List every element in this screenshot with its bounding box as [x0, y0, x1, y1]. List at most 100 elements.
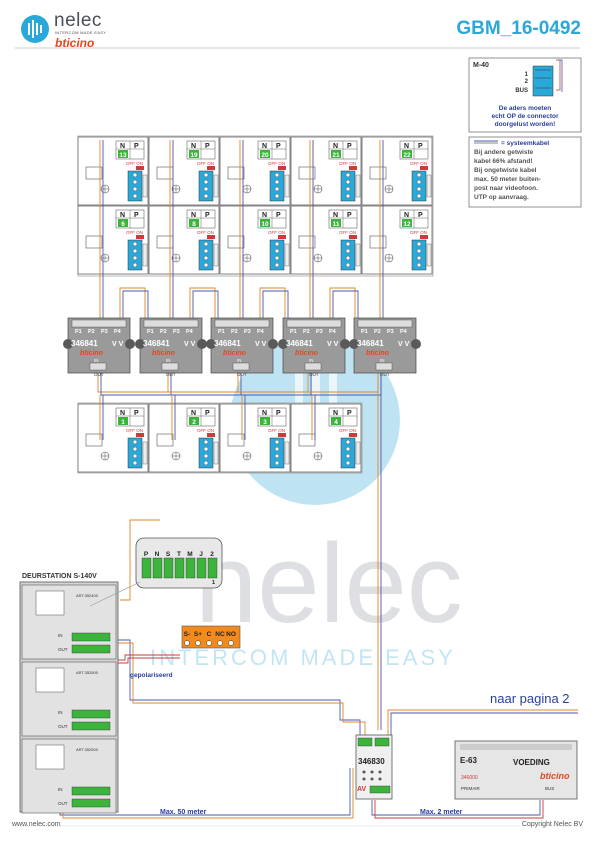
distributor-port-label: P3: [244, 329, 251, 335]
distributor-brand: bticino: [223, 350, 247, 357]
m40-caption-3: doorgelust worden!: [495, 121, 556, 128]
distributor-vv: V V: [255, 341, 267, 348]
distributor-brand: bticino: [295, 350, 319, 357]
door-module-code: ART.352500: [76, 747, 99, 752]
watermark-word: nelec: [195, 521, 463, 646]
monitor-address: 12: [403, 221, 411, 228]
monitor-off-on: OFF ON: [197, 161, 214, 166]
monitor-off-on: OFF ON: [268, 428, 285, 433]
nelec-logo: nelec INTERCOM MADE EASY bticino: [20, 10, 120, 52]
monitor-col-n: N: [404, 143, 409, 150]
zoom-terminal-bottom: 1: [212, 580, 215, 586]
distributor-vv: V V: [327, 341, 339, 348]
monitor-off-on: OFF ON: [126, 230, 143, 235]
monitor-off-on: OFF ON: [339, 428, 356, 433]
cable-line-1: Bij andere getwiste: [474, 149, 534, 156]
relay-terminal-label: NO: [226, 631, 236, 638]
monitor-off-on: OFF ON: [339, 230, 356, 235]
distributor-in: IN: [94, 358, 99, 363]
monitor-off-on: OFF ON: [197, 428, 214, 433]
watermark: nelec INTERCOM MADE EASY: [150, 335, 463, 670]
distributor-out: OUT: [94, 372, 104, 377]
brand-name: nelec: [54, 10, 102, 31]
monitor-col-p: P: [134, 143, 139, 150]
m40-connector: [532, 65, 554, 97]
monitor-address: 19: [190, 152, 198, 159]
psu-code: 346000: [461, 775, 478, 781]
doorstation-title: DEURSTATION S-140V: [22, 573, 97, 580]
watermark-tagline: INTERCOM MADE EASY: [150, 645, 456, 670]
monitor-off-on: OFF ON: [410, 230, 427, 235]
monitor-address: 3: [263, 419, 267, 426]
distributor-port-label: P2: [88, 329, 95, 335]
monitor-col-n: N: [333, 212, 338, 219]
monitor-off-on: OFF ON: [339, 161, 356, 166]
cable-line-6: UTP op aanvraag.: [474, 194, 529, 201]
door-module-out: OUT: [58, 724, 68, 729]
monitor-col-p: P: [347, 410, 352, 417]
monitor-off-on: OFF ON: [197, 230, 214, 235]
monitor-off-on: OFF ON: [410, 161, 427, 166]
psu-voeding: VOEDING: [513, 758, 550, 767]
monitor-col-p: P: [276, 410, 281, 417]
door-module-code: ART.352500: [76, 670, 99, 675]
monitor-col-p: P: [205, 143, 210, 150]
power-module-av: AV: [357, 786, 367, 793]
distributor-vv: V V: [398, 341, 410, 348]
m40-note-box: M-40 1 2 BUS De aders moeten echt OP de …: [468, 57, 582, 133]
distributor-port-label: P3: [173, 329, 180, 335]
monitor-col-n: N: [404, 212, 409, 219]
distributor-port-label: P1: [147, 329, 154, 335]
brand-tagline: INTERCOM MADE EASY: [55, 30, 107, 35]
distributor-model: 346841: [143, 339, 170, 348]
door-module-in: IN: [58, 710, 63, 715]
monitor-address: 10: [261, 221, 269, 228]
monitor-address: 2: [192, 419, 196, 426]
m40-caption-1: De aders moeten: [499, 105, 551, 112]
cable-legend: = systeemkabel: [501, 140, 549, 147]
distributor-port-label: P1: [75, 329, 82, 335]
distributor-out: OUT: [309, 372, 319, 377]
monitor-off-on: OFF ON: [126, 161, 143, 166]
label-max2: Max. 2 meter: [420, 809, 463, 816]
zoom-terminal-label: S: [166, 551, 171, 558]
monitor-col-p: P: [418, 212, 423, 219]
monitor-address: 8: [192, 221, 196, 228]
door-station: DEURSTATION S-140V ART.352400INOUTART.35…: [19, 573, 119, 814]
power-supply: E-63 VOEDING 346000 bticino PRIMAIR BUS: [454, 740, 578, 800]
cable-note-box: = systeemkabel Bij andere getwiste kabel…: [468, 136, 582, 208]
monitor-col-n: N: [120, 212, 125, 219]
distributor-port-label: P3: [101, 329, 108, 335]
distributor-port-label: P2: [303, 329, 310, 335]
relay-terminal-label: C: [207, 631, 212, 638]
distributor-out: OUT: [166, 372, 176, 377]
distributor-model: 346841: [71, 339, 98, 348]
footer-left: www.nelec.com: [12, 821, 61, 828]
document-number: GBM_16-0492: [456, 18, 581, 39]
m40-term-bus: BUS: [515, 88, 528, 94]
door-module-code: ART.352400: [76, 593, 99, 598]
label-max50: Max. 50 meter: [160, 809, 207, 816]
monitor-off-on: OFF ON: [126, 428, 143, 433]
power-module: 346830 AV: [355, 734, 393, 800]
door-module-out: OUT: [58, 647, 68, 652]
psu-primair: PRIMAIR: [461, 786, 481, 791]
distributor-port-label: P3: [316, 329, 323, 335]
monitor-col-p: P: [347, 143, 352, 150]
